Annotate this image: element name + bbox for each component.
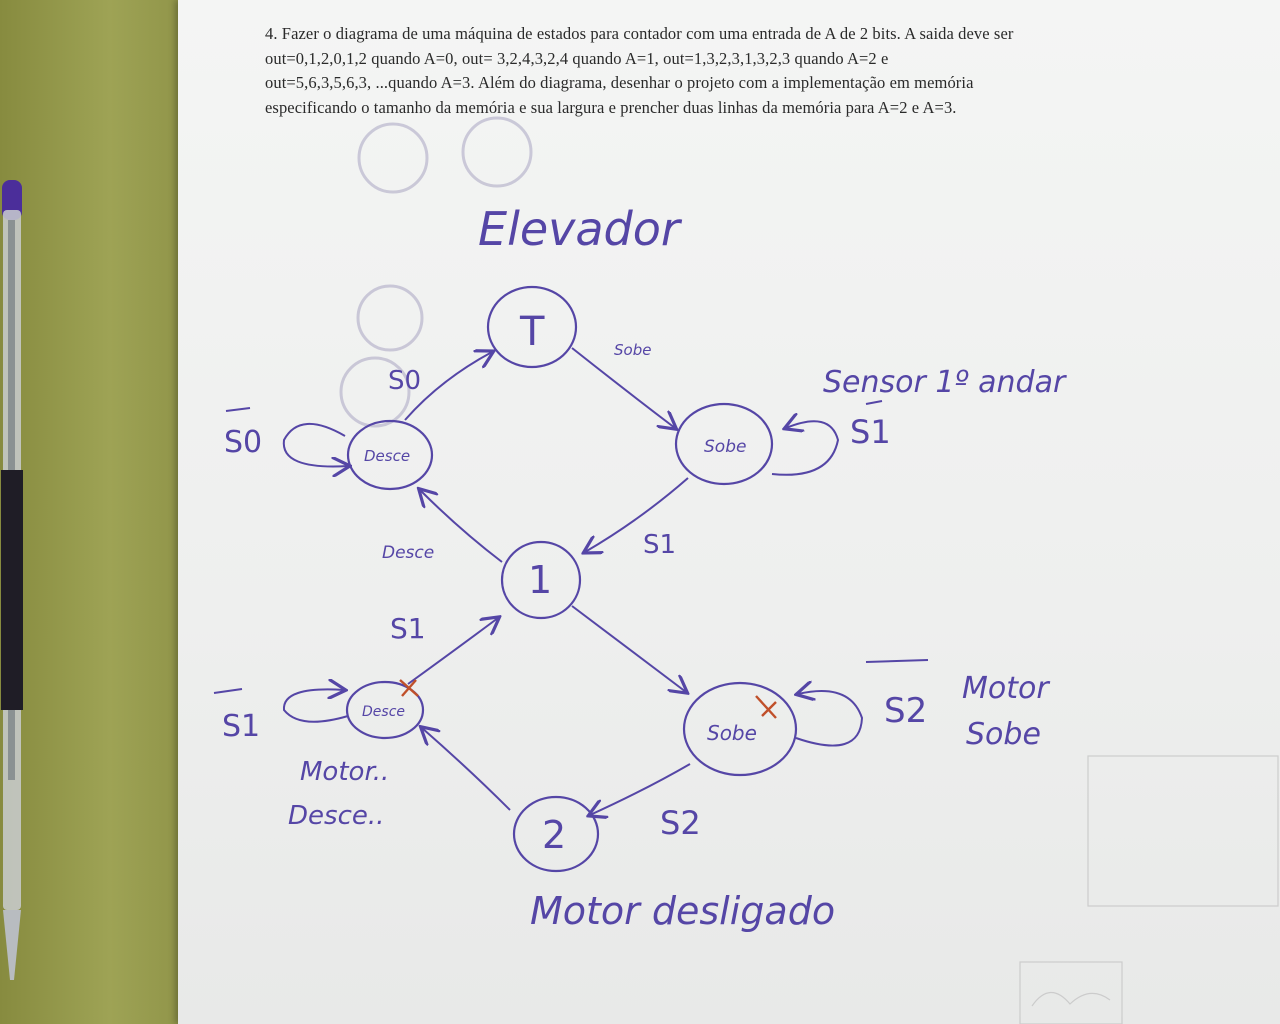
overbar-s1-upper <box>865 400 883 405</box>
edge-top-to-sobe <box>571 347 675 428</box>
desk-surface <box>0 0 200 1024</box>
label-motor-desce-2: Desce.. <box>288 801 384 831</box>
state-desce-upper-label: Desce <box>364 447 410 465</box>
state-sobe-lower <box>682 681 798 777</box>
state-floor-2-label: 2 <box>542 813 566 857</box>
state-desce-lower-label: Desce <box>362 704 405 720</box>
edge-sobe-lower-to-2 <box>590 763 691 815</box>
state-top-label: T <box>519 309 545 355</box>
overbar-s1-lower <box>213 688 243 694</box>
label-desce-edge: Desce <box>382 543 434 563</box>
label-sensor: Sensor 1º andar <box>823 365 1067 400</box>
edge-1-to-desce <box>420 490 503 563</box>
label-s1-not-upper: S1 <box>850 413 891 451</box>
edge-desce-to-top <box>404 352 492 421</box>
label-s1-upper: S1 <box>643 530 676 560</box>
edge-2-to-desce-lower <box>422 728 511 811</box>
state-sobe-lower-label: Sobe <box>707 721 757 745</box>
edge-1-to-sobe-lower <box>571 605 686 692</box>
question-line-4: especificando o tamanho da memória e sua… <box>265 97 957 117</box>
label-s0: S0 <box>388 366 421 396</box>
sketch-title: Elevador <box>478 202 683 256</box>
state-sobe-upper-label: Sobe <box>704 437 746 457</box>
pencil-marks <box>1019 755 1279 1024</box>
label-motor-sobe-2: Sobe <box>966 717 1041 752</box>
label-sobe-edge: Sobe <box>614 341 651 359</box>
mark-desce-lower <box>399 679 419 697</box>
label-s1-not-lower: S1 <box>222 709 260 744</box>
label-motor-off: Motor desligado <box>530 889 835 933</box>
state-desce-upper <box>346 419 434 491</box>
edge-sobe-to-1 <box>585 477 689 552</box>
erased-marks <box>339 116 533 428</box>
worksheet-paper <box>178 0 1280 1024</box>
question-line-1: 4. Fazer o diagrama de uma máquina de es… <box>265 24 1014 43</box>
self-loop-sobe-upper <box>771 421 840 476</box>
label-s2: S2 <box>660 804 701 842</box>
question-line-2: out=0,1,2,0,1,2 quando A=0, out= 3,2,4,3… <box>265 48 889 68</box>
state-top <box>486 285 578 369</box>
label-s2-not: S2 <box>884 691 927 731</box>
label-motor-sobe-1: Motor <box>962 671 1050 706</box>
mark-sobe-lower <box>755 695 777 719</box>
label-s0-not: S0 <box>224 425 262 460</box>
state-desce-lower <box>345 680 425 740</box>
overbar-s2 <box>865 659 929 663</box>
edge-desce-lower-to-1 <box>407 618 498 685</box>
state-floor-1 <box>500 540 582 620</box>
state-floor-1-label: 1 <box>528 558 552 602</box>
exercise-question: 4. Fazer o diagrama de uma máquina de es… <box>265 22 1225 120</box>
state-floor-2 <box>512 795 600 873</box>
overbar-s0 <box>225 407 251 412</box>
self-loop-sobe-lower <box>796 691 864 747</box>
label-motor-desce-1: Motor.. <box>300 757 389 787</box>
state-sobe-upper <box>674 402 774 486</box>
self-loop-desce-upper <box>282 422 348 467</box>
label-s1-lower: S1 <box>390 612 426 645</box>
ballpoint-pen <box>1 180 23 980</box>
self-loop-desce-lower <box>282 689 348 723</box>
question-line-3: out=5,6,3,5,6,3, ...quando A=3. Além do … <box>265 73 974 93</box>
